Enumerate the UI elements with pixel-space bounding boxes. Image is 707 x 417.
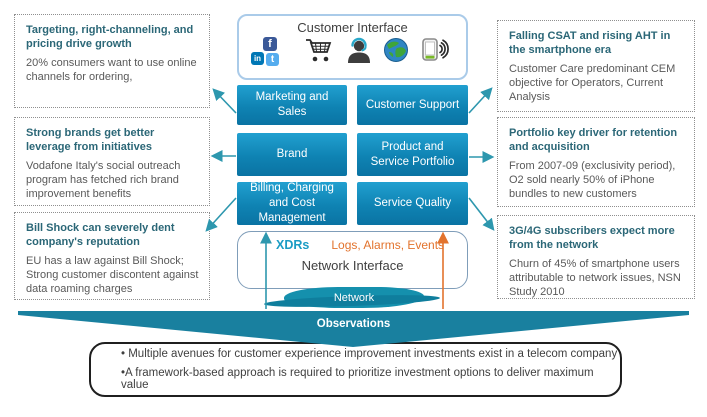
arrow-support-to-note bbox=[468, 87, 493, 114]
block-product-service-portfolio: Product and Service Portfolio bbox=[357, 133, 468, 176]
arrow-marketing-to-note bbox=[212, 88, 237, 114]
note-csat-aht: Falling CSAT and rising AHT in the smart… bbox=[497, 20, 695, 112]
customer-interface-title: Customer Interface bbox=[297, 20, 408, 35]
arrow-quality-to-note bbox=[468, 197, 495, 231]
arrow-billing-to-note bbox=[205, 197, 237, 232]
note-body: EU has a law against Bill Shock; Strong … bbox=[26, 254, 199, 296]
block-service-quality: Service Quality bbox=[357, 182, 468, 225]
note-title: Bill Shock can severely dent company's r… bbox=[26, 222, 175, 249]
customer-interface-panel: Customer Interface f in t bbox=[237, 14, 468, 80]
block-marketing-sales: Marketing and Sales bbox=[237, 85, 347, 125]
note-network-expectation: 3G/4G subscribers expect more from the n… bbox=[497, 215, 695, 299]
note-title: Targeting, right-channeling, and pricing… bbox=[26, 24, 194, 51]
twitter-icon: t bbox=[266, 53, 279, 66]
note-body: From 2007-09 (exclusivity period), O2 so… bbox=[509, 159, 676, 201]
linkedin-icon: in bbox=[251, 52, 264, 65]
social-media-icons: f in t bbox=[251, 37, 293, 67]
mobile-signal-icon bbox=[420, 36, 452, 68]
network-cloud: Network bbox=[284, 287, 424, 308]
customer-interface-icons: f in t bbox=[239, 35, 466, 68]
observations-panel: • Multiple avenues for customer experien… bbox=[89, 342, 622, 397]
note-bill-shock: Bill Shock can severely dent company's r… bbox=[14, 212, 210, 300]
shopping-cart-icon bbox=[304, 36, 334, 68]
note-portfolio-retention: Portfolio key driver for retention and a… bbox=[497, 117, 695, 207]
note-title: Strong brands get better leverage from i… bbox=[26, 127, 155, 154]
support-agent-icon bbox=[345, 36, 373, 68]
block-brand: Brand bbox=[237, 133, 347, 176]
note-pricing-growth: Targeting, right-channeling, and pricing… bbox=[14, 14, 210, 108]
note-strong-brands: Strong brands get better leverage from i… bbox=[14, 117, 210, 206]
observations-label: Observations bbox=[316, 318, 391, 330]
note-title: 3G/4G subscribers expect more from the n… bbox=[509, 225, 675, 252]
observation-bullet: •A framework-based approach is required … bbox=[121, 367, 594, 391]
block-customer-support: Customer Support bbox=[357, 85, 468, 125]
network-interface-panel: XDRs Logs, Alarms, Events Network Interf… bbox=[237, 231, 468, 289]
note-title: Falling CSAT and rising AHT in the smart… bbox=[509, 30, 671, 57]
note-body: Customer Care predominant CEM objective … bbox=[509, 62, 676, 104]
xdrs-label: XDRs bbox=[276, 238, 310, 252]
network-interface-title: Network Interface bbox=[301, 258, 404, 273]
note-body: 20% consumers want to use online channel… bbox=[26, 56, 197, 83]
globe-icon bbox=[383, 37, 409, 68]
note-title: Portfolio key driver for retention and a… bbox=[509, 127, 678, 154]
logs-alarms-events-label: Logs, Alarms, Events bbox=[331, 238, 445, 252]
facebook-icon: f bbox=[263, 37, 277, 51]
block-billing-charging: Billing, Charging and Cost Management bbox=[237, 182, 347, 225]
note-body: Vodafone Italy's social outreach program… bbox=[26, 159, 181, 201]
network-feeds: XDRs Logs, Alarms, Events bbox=[238, 232, 467, 252]
observation-bullet: • Multiple avenues for customer experien… bbox=[121, 348, 618, 360]
note-body: Churn of 45% of smartphone users attribu… bbox=[509, 257, 681, 299]
network-label: Network bbox=[333, 291, 375, 304]
